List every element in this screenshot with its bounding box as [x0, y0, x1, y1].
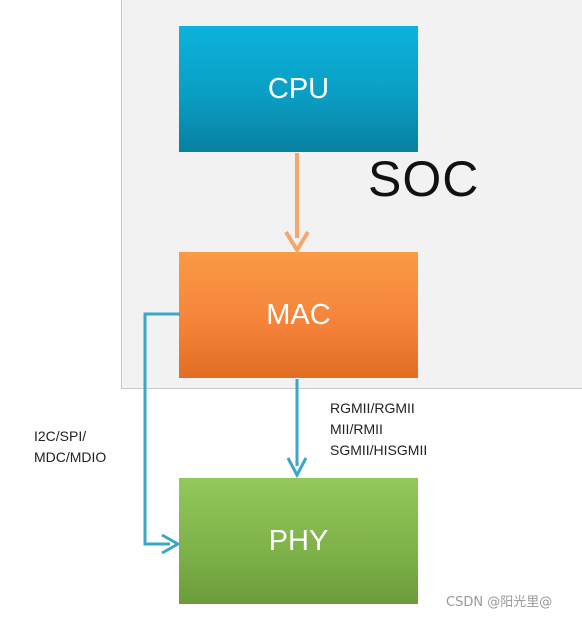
- mgmt-interface-label: I2C/SPI/ MDC/MDIO: [34, 428, 107, 465]
- cpu-label: CPU: [267, 72, 330, 105]
- data-interface-label: RGMII/RGMII MII/RMII SGMII/HISGMII: [330, 400, 428, 458]
- watermark: CSDN @阳光里@: [446, 595, 553, 610]
- mac-block: MAC: [179, 252, 418, 378]
- phy-label: PHY: [268, 524, 329, 557]
- mac-label: MAC: [266, 298, 331, 331]
- mgmt-arrowhead: [161, 533, 182, 555]
- cpu-to-mac-arrowhead: [284, 230, 310, 254]
- soc-label: SOC: [368, 151, 480, 207]
- phy-block: PHY: [179, 478, 418, 604]
- mgmt-path: [143, 312, 180, 546]
- mac-to-phy-arrowhead: [286, 457, 308, 479]
- cpu-block: CPU: [179, 26, 418, 152]
